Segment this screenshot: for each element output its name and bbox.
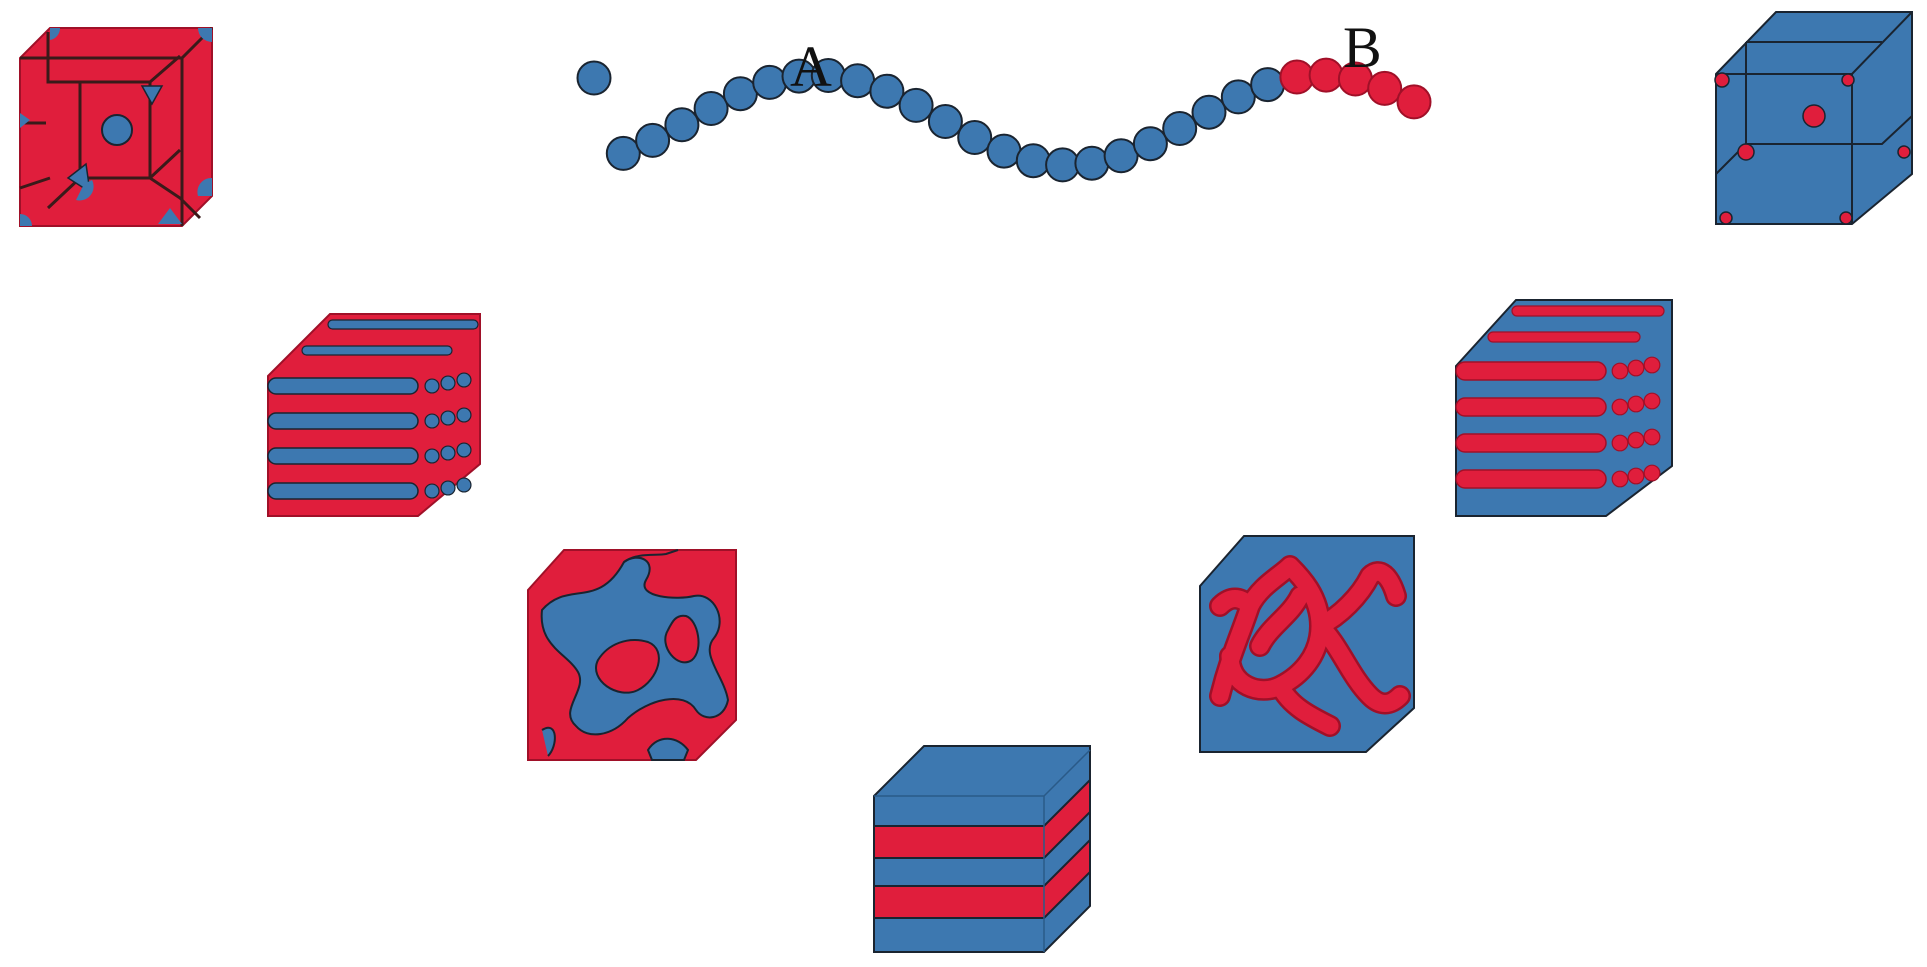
bead-a xyxy=(1220,79,1256,115)
cylinder-stripe xyxy=(267,447,419,465)
cylinder-end xyxy=(1611,362,1629,380)
bead-a xyxy=(752,64,788,100)
cylinder-stripe xyxy=(1455,397,1607,417)
cube-gyroid-b-in-a xyxy=(1199,535,1415,753)
cylinder-end xyxy=(1611,434,1629,452)
cylinder-a-stripes xyxy=(267,377,419,500)
cylinder-end xyxy=(1643,356,1661,374)
cylinder-b-top-stripes xyxy=(1487,305,1665,343)
bead-b xyxy=(1367,70,1403,106)
cylinder-end xyxy=(440,480,456,496)
cylinder-stripe xyxy=(267,412,419,430)
cylinder-end xyxy=(1611,470,1629,488)
bead-a xyxy=(576,60,612,96)
bead-a xyxy=(1074,145,1110,181)
bead-a xyxy=(840,63,876,99)
bead-a xyxy=(664,107,700,143)
cylinder-end xyxy=(1643,428,1661,446)
cylinder-end xyxy=(440,375,456,391)
cylinder-end xyxy=(1643,392,1661,410)
bead-a xyxy=(722,76,758,112)
cylinder-stripe xyxy=(267,482,419,500)
bead-a xyxy=(1191,94,1227,130)
bead-b xyxy=(1308,57,1344,93)
cylinder-end xyxy=(1627,359,1645,377)
cylinder-b-stripes xyxy=(1455,361,1607,489)
cylinder-top-stripe xyxy=(327,319,479,330)
block-a-beads xyxy=(576,58,1286,183)
cube-gyroid-a-in-b xyxy=(527,549,737,761)
cylinder-a-ends xyxy=(424,372,472,499)
bead-a xyxy=(693,91,729,126)
cylinder-end xyxy=(440,445,456,461)
cylinder-end xyxy=(1627,467,1645,485)
cube-spheres-b-in-a xyxy=(1714,11,1913,225)
cylinder-a-top-stripes xyxy=(301,319,479,356)
block-a-label: A xyxy=(790,34,832,99)
cylinder-end xyxy=(1627,395,1645,413)
bead-b xyxy=(1396,84,1432,120)
bead-a xyxy=(1045,147,1081,183)
cylinder-end xyxy=(424,413,440,429)
bead-a xyxy=(957,120,993,155)
cylinder-end xyxy=(456,372,472,388)
bead-a xyxy=(605,135,641,171)
cylinder-stripe xyxy=(1455,361,1607,381)
cylinder-end xyxy=(1643,464,1661,482)
cylinder-top-stripe xyxy=(1487,331,1641,343)
bead-a xyxy=(927,104,963,139)
cylinder-end xyxy=(440,410,456,426)
bead-a xyxy=(635,122,671,158)
cylinder-top-stripe xyxy=(301,345,453,356)
cylinder-end xyxy=(456,442,472,458)
cylinder-stripe xyxy=(267,377,419,395)
bead-b xyxy=(1279,59,1315,95)
bead-a xyxy=(1250,67,1286,103)
diblock-copolymer-chain: A B xyxy=(576,15,1432,183)
cylinder-stripe xyxy=(1455,433,1607,453)
cube-spheres-a-in-b xyxy=(19,26,214,227)
cylinder-end xyxy=(1611,398,1629,416)
bead-a xyxy=(898,87,934,123)
block-b-label: B xyxy=(1343,15,1382,80)
bead-a xyxy=(1132,126,1168,162)
bead-a xyxy=(869,73,905,109)
cylinder-b-ends xyxy=(1611,356,1661,488)
cube-lamellae xyxy=(873,745,1091,953)
cylinder-end xyxy=(1627,431,1645,449)
cylinder-end xyxy=(456,477,472,493)
cylinder-end xyxy=(424,378,440,394)
cylinder-end xyxy=(424,483,440,499)
cube-cylinders-b-in-a xyxy=(1455,299,1673,517)
bead-a xyxy=(1015,143,1051,179)
bead-a xyxy=(986,133,1022,169)
cylinder-end xyxy=(424,448,440,464)
cylinder-stripe xyxy=(1455,469,1607,489)
cube-cylinders-a-in-b xyxy=(267,313,481,517)
cylinder-end xyxy=(456,407,472,423)
bead-a xyxy=(1103,138,1139,174)
block-b-beads xyxy=(1279,57,1432,120)
cylinder-top-stripe xyxy=(1511,305,1665,317)
bead-a xyxy=(1162,111,1198,146)
